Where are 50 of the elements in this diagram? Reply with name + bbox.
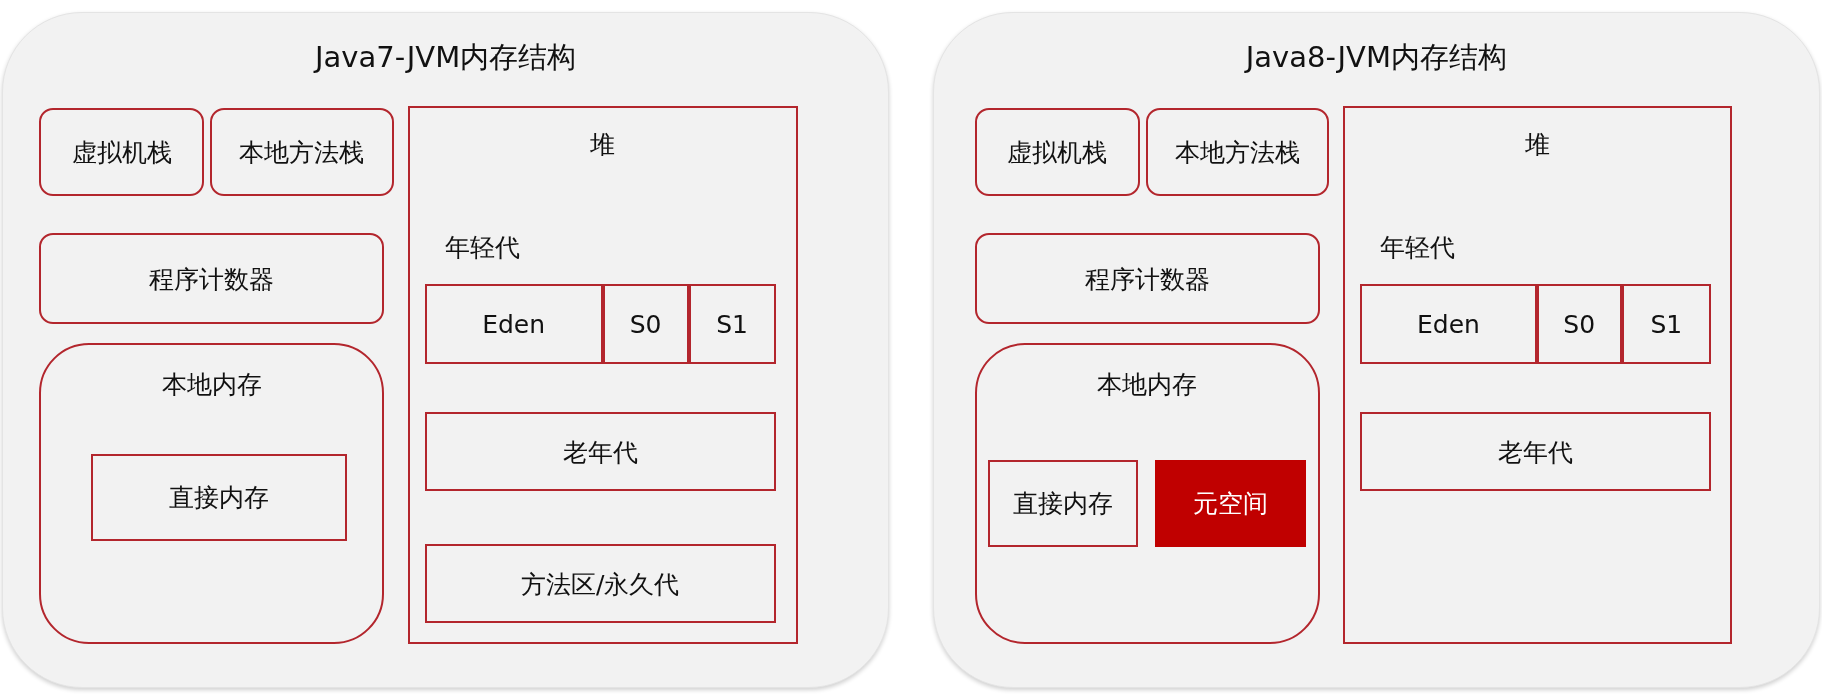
memory-box: [988, 459, 1139, 547]
rounded-box: [974, 107, 1140, 197]
box-label: S0: [1562, 309, 1597, 339]
box-label: S1: [1649, 309, 1684, 339]
box-label: 程序计数器: [1083, 263, 1211, 296]
box-title: 本地内存: [1096, 368, 1199, 401]
box-label: 本地方法栈: [238, 136, 366, 169]
rounded-box: [39, 107, 205, 197]
box-label: 直接内存: [168, 481, 271, 514]
panel-card: [933, 11, 1820, 688]
memory-box: [424, 544, 776, 624]
memory-box: [424, 412, 776, 491]
rounded-box: [39, 233, 385, 324]
section-heading: 年轻代: [1379, 231, 1455, 264]
panel-title: Java8-JVM内存结构: [1243, 39, 1508, 77]
box-label: Eden: [481, 309, 547, 339]
box-label: 老年代: [561, 436, 639, 468]
box-label: 程序计数器: [148, 263, 276, 296]
box-title: 堆: [1524, 129, 1552, 162]
box-label: 方法区/永久代: [520, 568, 681, 601]
rounded-box: [974, 233, 1320, 324]
box-label: 本地方法栈: [1173, 136, 1301, 169]
box-label: 虚拟机栈: [1006, 136, 1109, 169]
memory-box: [1154, 459, 1306, 547]
section-heading: 年轻代: [444, 231, 520, 264]
box-label: S0: [628, 309, 663, 339]
memory-box: [424, 284, 603, 365]
panel-title: Java7-JVM内存结构: [312, 39, 578, 77]
rounded-box: [210, 107, 394, 197]
box-title: 堆: [589, 129, 617, 162]
panel-card: [2, 11, 889, 688]
rounded-box: [1145, 107, 1330, 197]
box-label: 元空间: [1191, 487, 1269, 520]
box-label: S1: [715, 309, 749, 339]
heap-box: [407, 105, 799, 644]
memory-box: [602, 284, 689, 365]
memory-box: [1621, 284, 1712, 365]
rounded-box: [974, 342, 1320, 644]
box-label: Eden: [1416, 309, 1481, 339]
memory-box: [688, 284, 776, 365]
box-label: 直接内存: [1012, 487, 1115, 520]
heap-box: [1343, 105, 1733, 644]
box-label: 老年代: [1497, 436, 1575, 468]
box-title: 本地内存: [160, 368, 263, 401]
memory-box: [1360, 412, 1712, 491]
rounded-box: [39, 342, 385, 644]
memory-box: [91, 453, 347, 541]
memory-box: [1536, 284, 1622, 365]
memory-box: [1360, 284, 1537, 365]
box-label: 虚拟机栈: [70, 136, 173, 169]
